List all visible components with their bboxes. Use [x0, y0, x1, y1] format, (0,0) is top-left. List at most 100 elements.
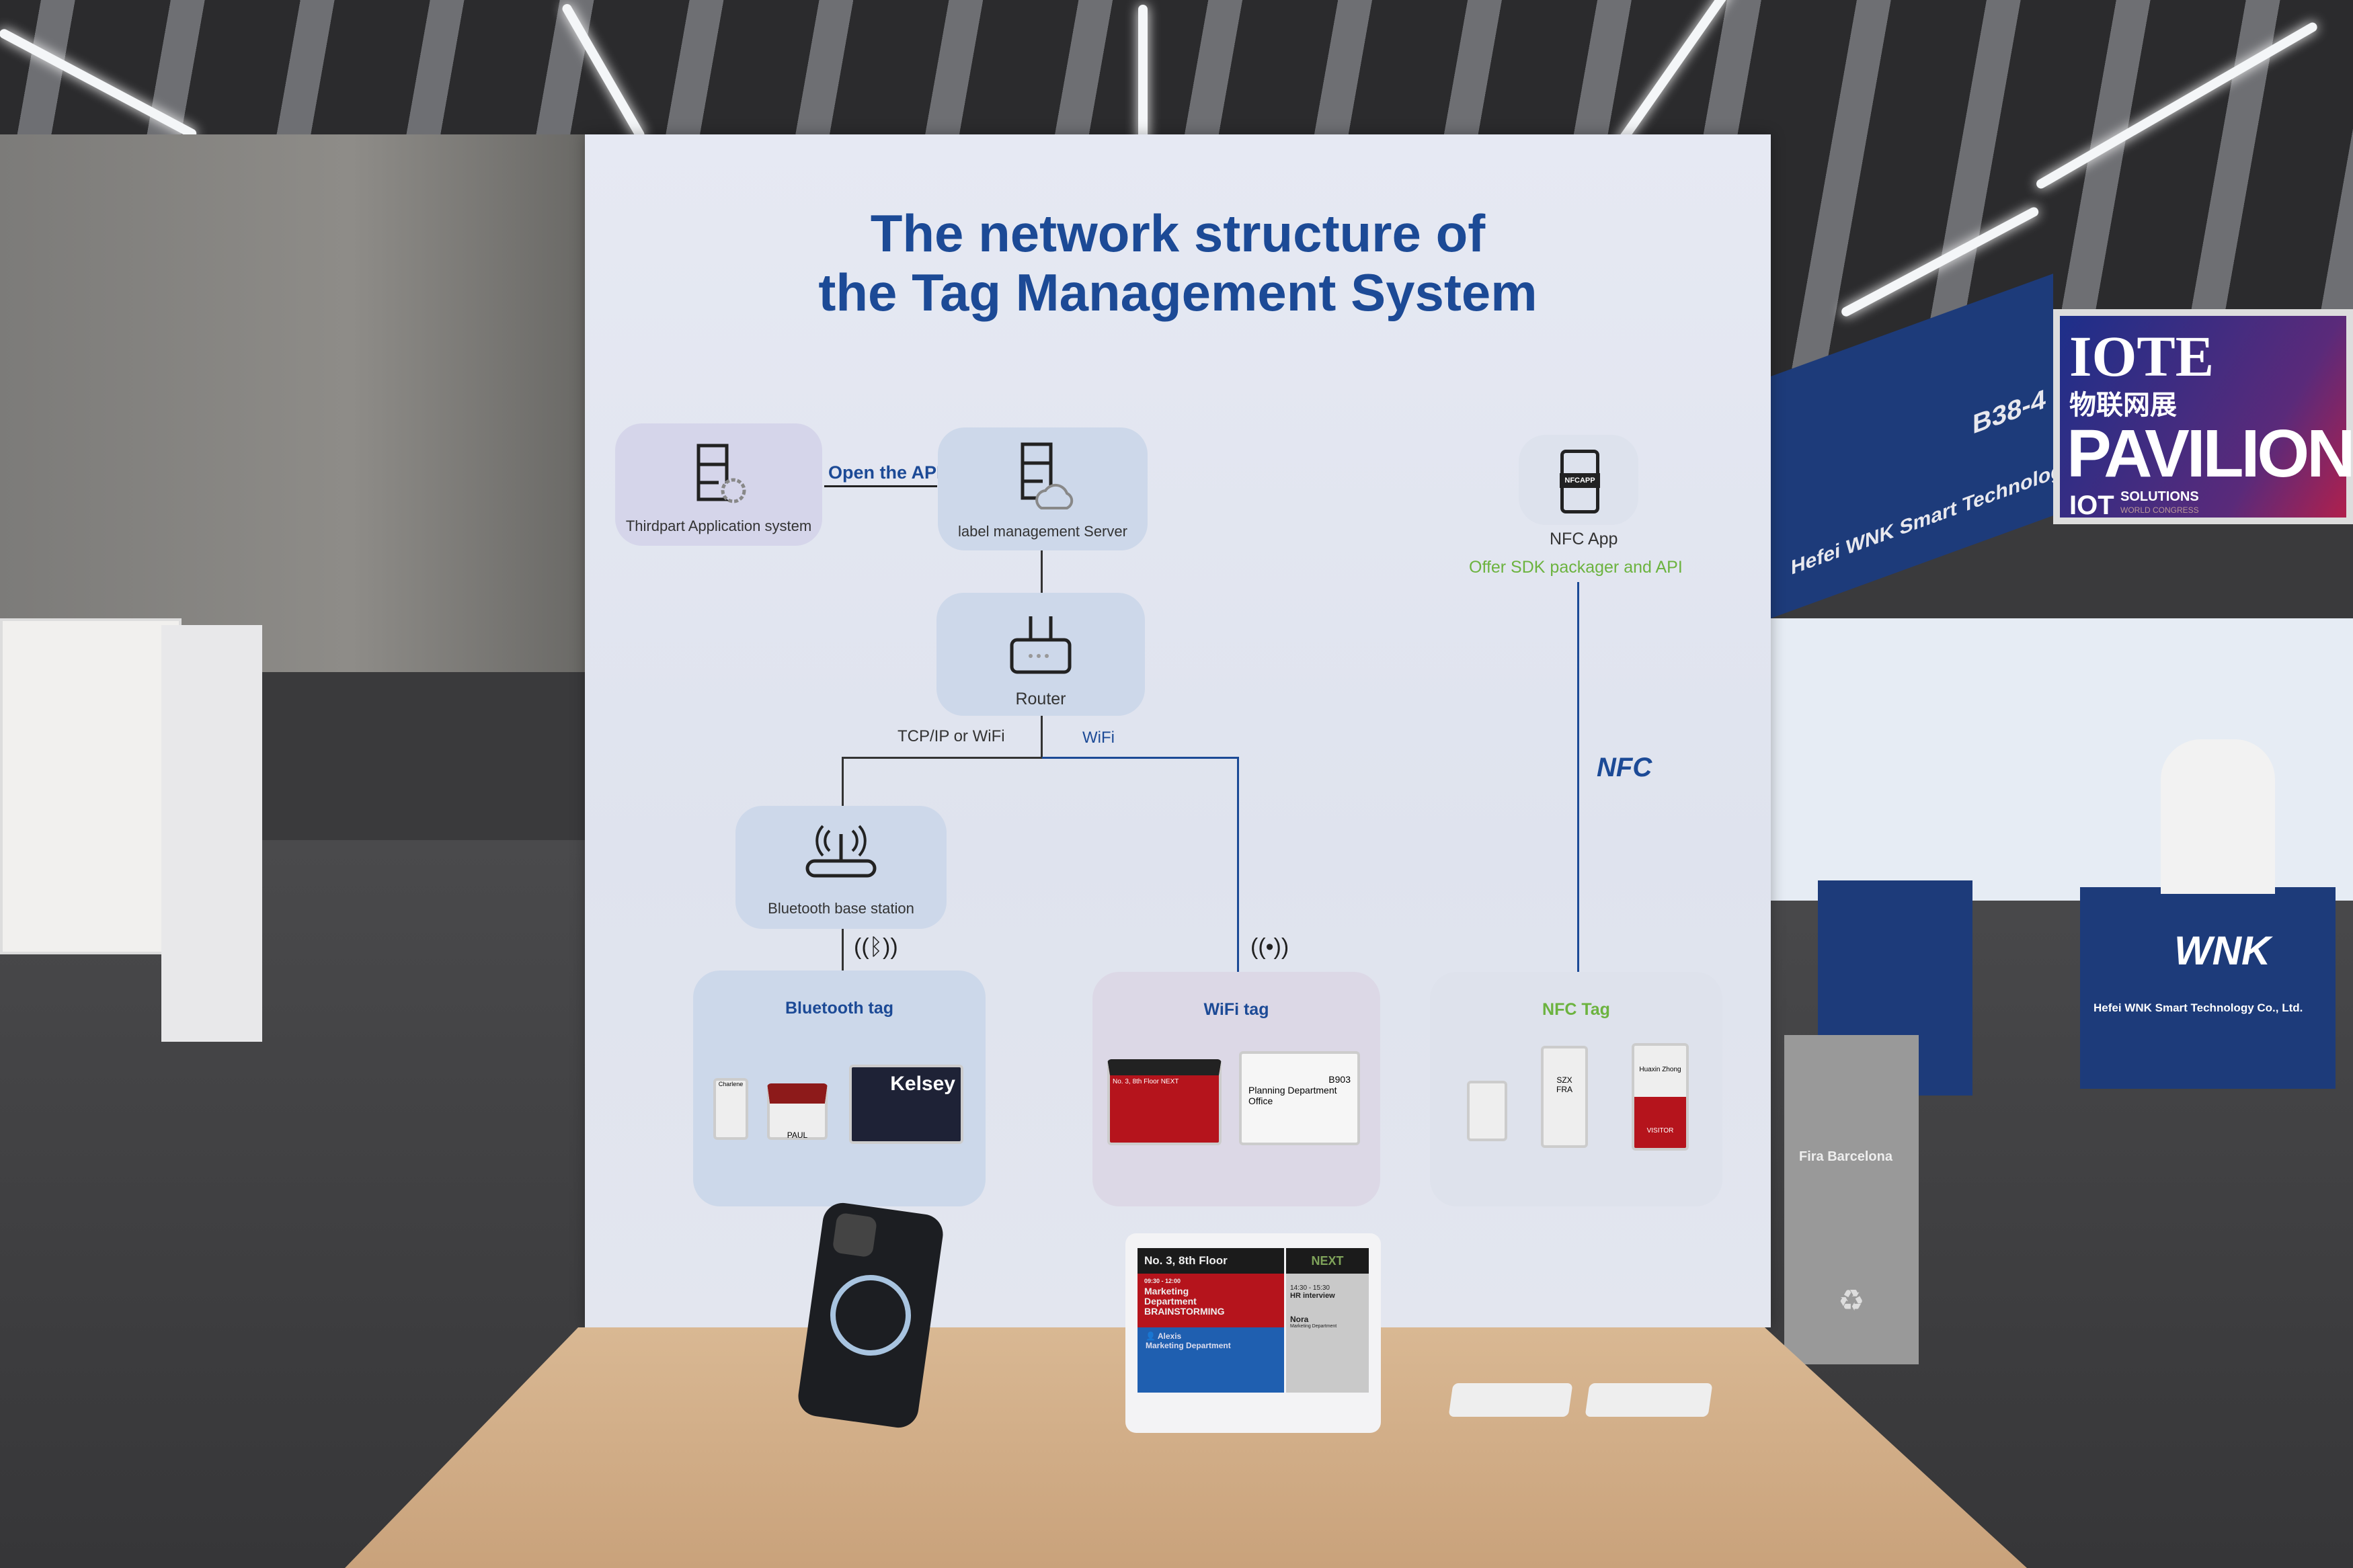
- nfc-app-label: NFC App: [1550, 530, 1618, 548]
- iote-text: IOTE: [2069, 324, 2215, 388]
- connector-line: [842, 757, 844, 806]
- ceiling-light: [2034, 20, 2319, 191]
- display-screen: No. 3, 8th Floor 09:30 - 12:00 Marketing…: [1138, 1248, 1369, 1393]
- bluetooth-base-station-icon: [805, 825, 877, 878]
- next-label: NEXT: [1286, 1248, 1369, 1274]
- next-host: Nora: [1290, 1315, 1309, 1324]
- iote-pavilion-sign: IOTE 物联网展 PAVILION IOT SOLUTIONS WORLD C…: [2053, 309, 2353, 524]
- iote-chinese-text: 物联网展: [2069, 390, 2177, 420]
- wnk-logo: WNK: [2174, 928, 2271, 973]
- pavilion-text: PAVILION: [2067, 416, 2353, 491]
- board-title-line2: the Tag Management System: [818, 263, 1538, 322]
- tag-sample-text: FRA: [1556, 1085, 1572, 1094]
- tag-sample-text: No. 3, 8th Floor: [1113, 1078, 1159, 1085]
- host-name: 👤 Alexis: [1146, 1331, 1276, 1341]
- recycling-bin: Fira Barcelona ♻: [1784, 1035, 1919, 1364]
- router-node: Router: [936, 593, 1145, 716]
- router-icon: [1010, 616, 1072, 674]
- connector-line: [1041, 716, 1043, 757]
- tag-sample-text: Planning Department Office: [1248, 1085, 1337, 1106]
- camera-module: [832, 1212, 878, 1258]
- nfc-app-node: NFCAPP: [1519, 435, 1638, 525]
- nfcapp-badge: NFCAPP: [1560, 473, 1600, 488]
- connector-line: [842, 929, 844, 971]
- wifi-signal-icon: ((•)): [1250, 934, 1289, 960]
- host-department: Marketing Department: [1146, 1341, 1231, 1350]
- ceiling-light: [0, 27, 198, 140]
- tag-sample-text: SZX: [1556, 1075, 1572, 1085]
- server-label: label management Server: [958, 523, 1127, 540]
- display-pillar: [161, 625, 262, 1042]
- directory-poster: [0, 618, 182, 954]
- tag-sample: PAUL: [767, 1083, 828, 1140]
- host-section: 👤 Alexis Marketing Department: [1138, 1327, 1284, 1393]
- board-title-line1: The network structure of: [870, 204, 1486, 263]
- ceiling-light: [1609, 0, 1733, 156]
- tag-sample: No. 3, 8th Floor NEXT: [1107, 1059, 1222, 1145]
- exhibitor-booth: B38-4 Hefei WNK Smart Technology Co., Lt…: [1771, 274, 2353, 1364]
- booth-counter: WNK Hefei WNK Smart Technology Co., Ltd.: [2080, 887, 2336, 1089]
- tag-sample-text: B903: [1328, 1074, 1351, 1085]
- nfc-tag-title: NFC Tag: [1542, 1000, 1610, 1019]
- bluetooth-tag-title: Bluetooth tag: [785, 999, 894, 1018]
- booth-staff-person: [2161, 739, 2275, 894]
- location-bar: No. 3, 8th Floor: [1138, 1248, 1284, 1274]
- connector-line: [842, 757, 1042, 759]
- recycle-icon: ♻: [1838, 1284, 1865, 1317]
- iot-congress-text: WORLD CONGRESS: [2120, 505, 2199, 515]
- open-api-label: Open the API: [828, 462, 942, 483]
- meeting-time: 09:30 - 12:00: [1144, 1278, 1181, 1284]
- thirdpart-node: Thirdpart Application system: [615, 423, 822, 546]
- base-station-label: Bluetooth base station: [768, 900, 914, 917]
- magsafe-ring: [825, 1270, 916, 1361]
- shelf-label-tag: [1585, 1383, 1713, 1417]
- current-meeting: 09:30 - 12:00 Marketing Department BRAIN…: [1138, 1274, 1284, 1327]
- ceiling-light: [560, 2, 647, 141]
- nfc-connector-line: [1577, 582, 1579, 1106]
- wifi-connector-line: [1237, 757, 1239, 1073]
- ceiling-light: [1138, 5, 1148, 146]
- tcpip-label: TCP/IP or WiFi: [898, 727, 1005, 745]
- phone-icon: NFCAPP: [1560, 450, 1600, 513]
- bidirectional-arrow: [824, 485, 937, 487]
- tag-sample-text: NEXT: [1160, 1078, 1179, 1085]
- wifi-link-label: WiFi: [1082, 729, 1115, 747]
- next-meeting-title: HR interview: [1290, 1292, 1335, 1300]
- server-node: label management Server: [938, 427, 1148, 550]
- bluetooth-tag-panel: Bluetooth tag Charlene PAUL Kelsey: [693, 971, 986, 1206]
- tag-sample-text: VISITOR: [1646, 1127, 1674, 1134]
- next-host-department: Marketing Department: [1290, 1324, 1337, 1329]
- booth-number: B38-4: [1972, 384, 2046, 440]
- host-name-text: Alexis: [1157, 1331, 1182, 1341]
- concrete-wall: [0, 134, 585, 672]
- meeting-title: Department: [1144, 1296, 1197, 1307]
- tag-sample: Charlene: [713, 1078, 748, 1140]
- iot-text: IOT: [2069, 491, 2114, 520]
- counter-company-name: Hefei WNK Smart Technology Co., Ltd.: [2093, 1001, 2303, 1014]
- tag-sample: Kelsey: [849, 1065, 963, 1144]
- base-station-node: Bluetooth base station: [735, 806, 947, 929]
- next-meeting: 14:30 - 15:30 HR interview Nora Marketin…: [1286, 1274, 1369, 1393]
- server-gear-icon: [696, 444, 746, 503]
- sdk-label: Offer SDK packager and API: [1469, 558, 1683, 577]
- nfc-logo: NFC: [1597, 753, 1652, 782]
- eink-meeting-display: No. 3, 8th Floor 09:30 - 12:00 Marketing…: [1125, 1233, 1381, 1433]
- tag-sample-text: Huaxin Zhong: [1639, 1066, 1681, 1073]
- router-label: Router: [1015, 690, 1066, 708]
- wifi-connector-line: [1042, 757, 1238, 759]
- company-banner: B38-4 Hefei WNK Smart Technology Co., Lt…: [1771, 274, 2160, 618]
- iot-solutions-text: SOLUTIONS: [2120, 489, 2199, 504]
- cloud-server-icon: [1021, 442, 1074, 509]
- thirdpart-label: Thirdpart Application system: [625, 518, 812, 534]
- shelf-label-tag: [1448, 1383, 1573, 1417]
- wifi-tag-title: WiFi tag: [1203, 1000, 1269, 1019]
- meeting-title: Marketing: [1144, 1286, 1189, 1296]
- person-icon: 👤: [1146, 1331, 1158, 1341]
- tag-sample: [1467, 1081, 1507, 1141]
- bluetooth-signal-icon: ((ᛒ)): [854, 934, 898, 960]
- fira-barcelona-logo: Fira Barcelona: [1799, 1149, 1892, 1164]
